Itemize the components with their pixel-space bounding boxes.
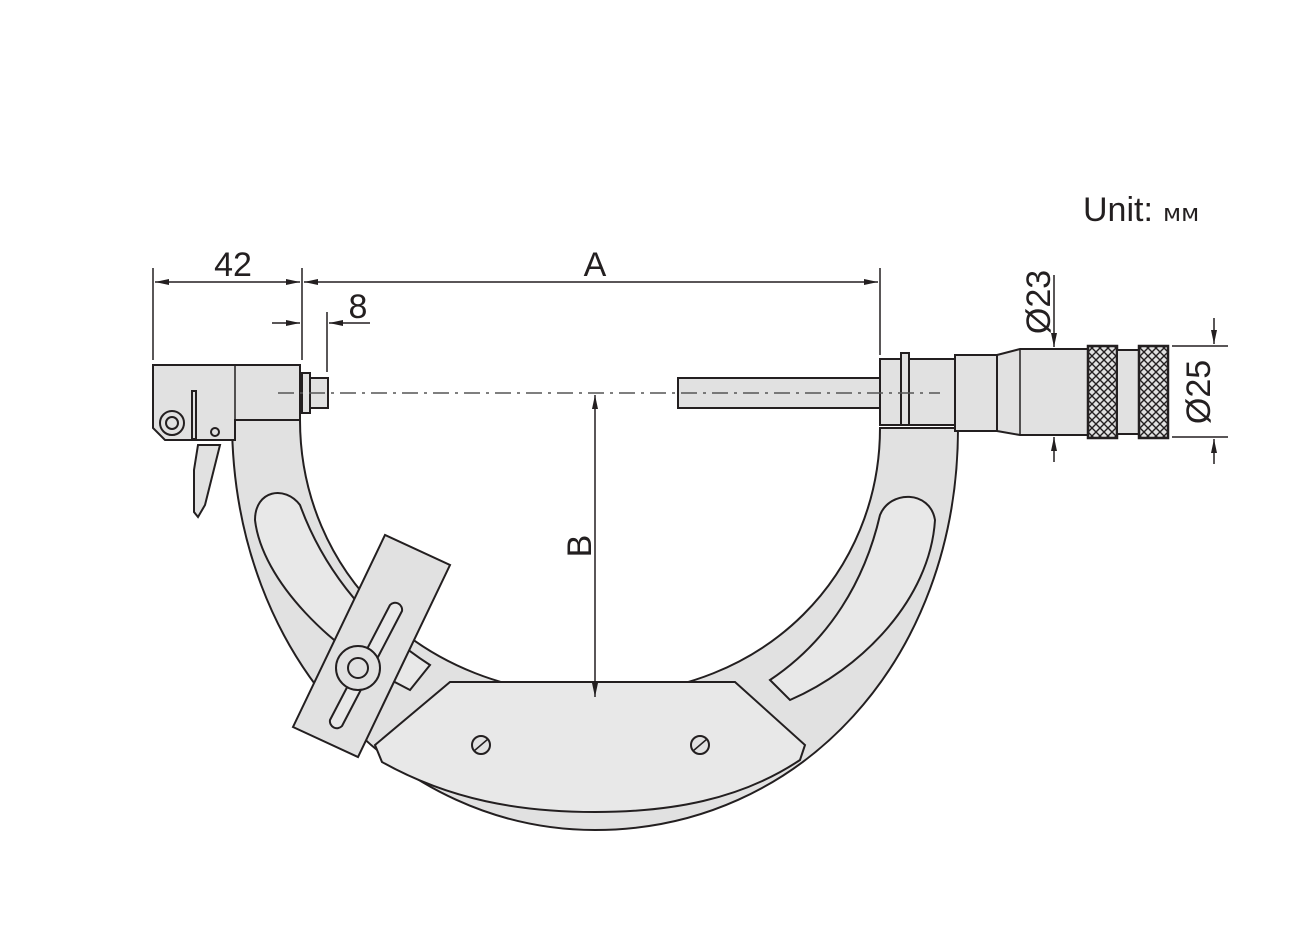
unit-value: мм	[1163, 199, 1199, 227]
sleeve	[954, 354, 998, 432]
lever	[193, 444, 222, 519]
insulation-pad	[373, 681, 807, 814]
thimble-knurl-1	[1086, 344, 1119, 440]
dim-b-label: B	[561, 535, 599, 558]
dim-8-label: 8	[349, 288, 368, 326]
unit-label: Unit:	[1083, 191, 1153, 229]
dim-42-label: 42	[214, 246, 252, 284]
spindle-housing	[879, 358, 956, 426]
dim-d23-label: Ø23	[1020, 270, 1058, 334]
frame-slot-right	[768, 495, 937, 702]
thimble-knurl-2	[1137, 344, 1170, 440]
dim-d25-label: Ø25	[1180, 360, 1218, 424]
anvil	[301, 372, 311, 414]
dim-a-label: A	[584, 246, 607, 284]
